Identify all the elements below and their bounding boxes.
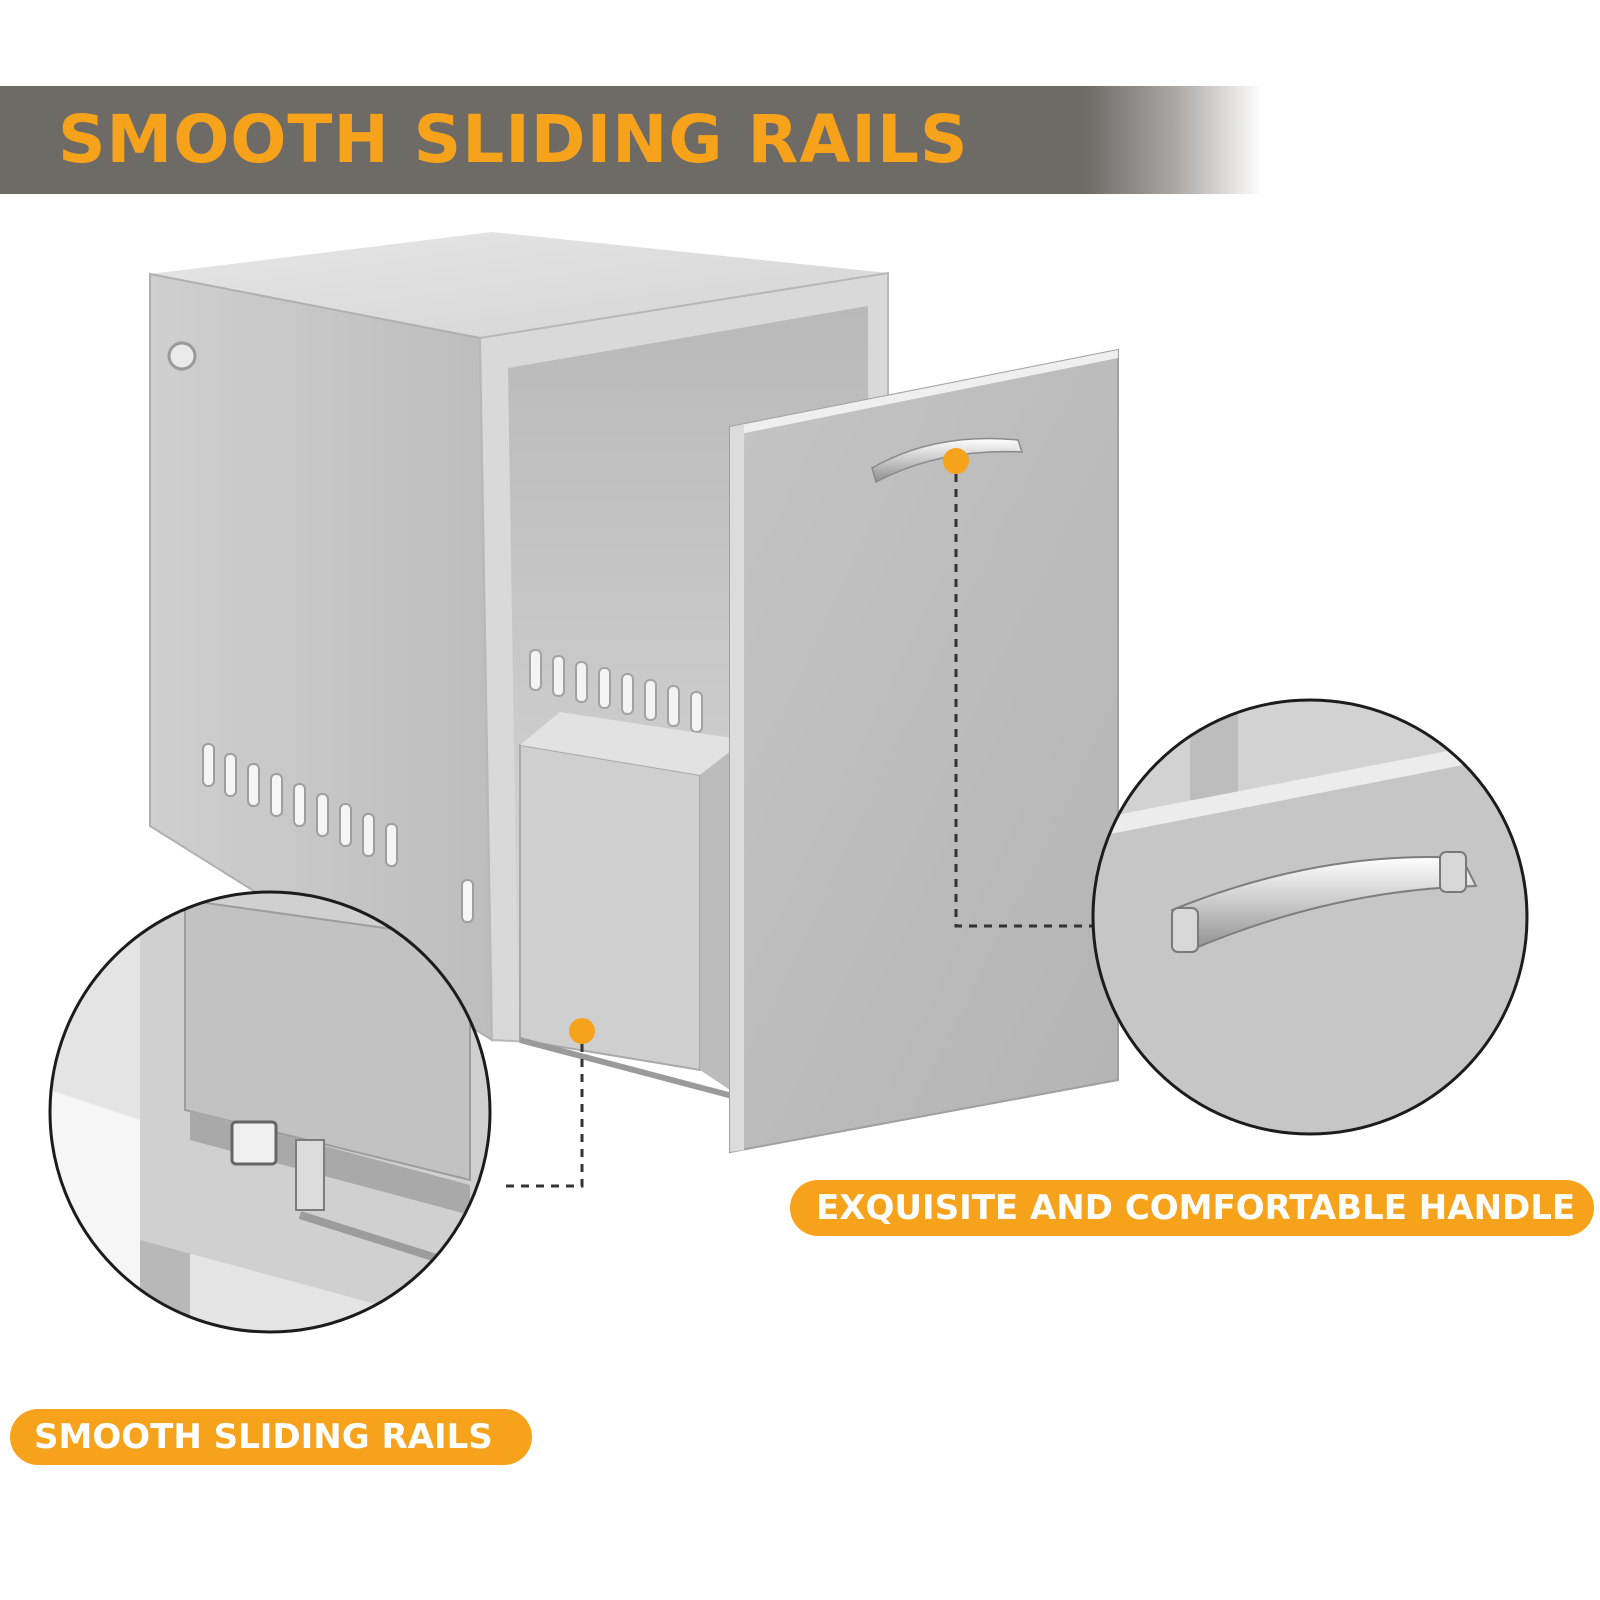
header-title: SMOOTH SLIDING RAILS — [58, 101, 969, 178]
rails-feature-label: SMOOTH SLIDING RAILS — [10, 1409, 532, 1465]
side-vent-slots — [202, 743, 474, 923]
handle-feature-label: EXQUISITE AND COMFORTABLE HANDLE — [790, 1180, 1594, 1236]
rail-slot-icon — [230, 1120, 278, 1166]
handle-closeup-icon — [1170, 856, 1478, 954]
inner-vent-slots — [529, 649, 703, 733]
sliding-rail — [519, 1037, 741, 1101]
callout-connectors — [500, 448, 1098, 1188]
drawer-front — [729, 348, 1119, 1154]
drawer-handle-icon — [871, 437, 1024, 484]
rail-detail-zoom — [48, 890, 492, 1334]
handle-detail-zoom — [1091, 698, 1529, 1136]
handle-marker-icon — [943, 448, 969, 474]
header-banner — [0, 86, 1262, 194]
mounting-hole-icon — [167, 341, 197, 371]
rail-marker-icon — [569, 1018, 595, 1044]
drawer-tray — [519, 712, 745, 1101]
